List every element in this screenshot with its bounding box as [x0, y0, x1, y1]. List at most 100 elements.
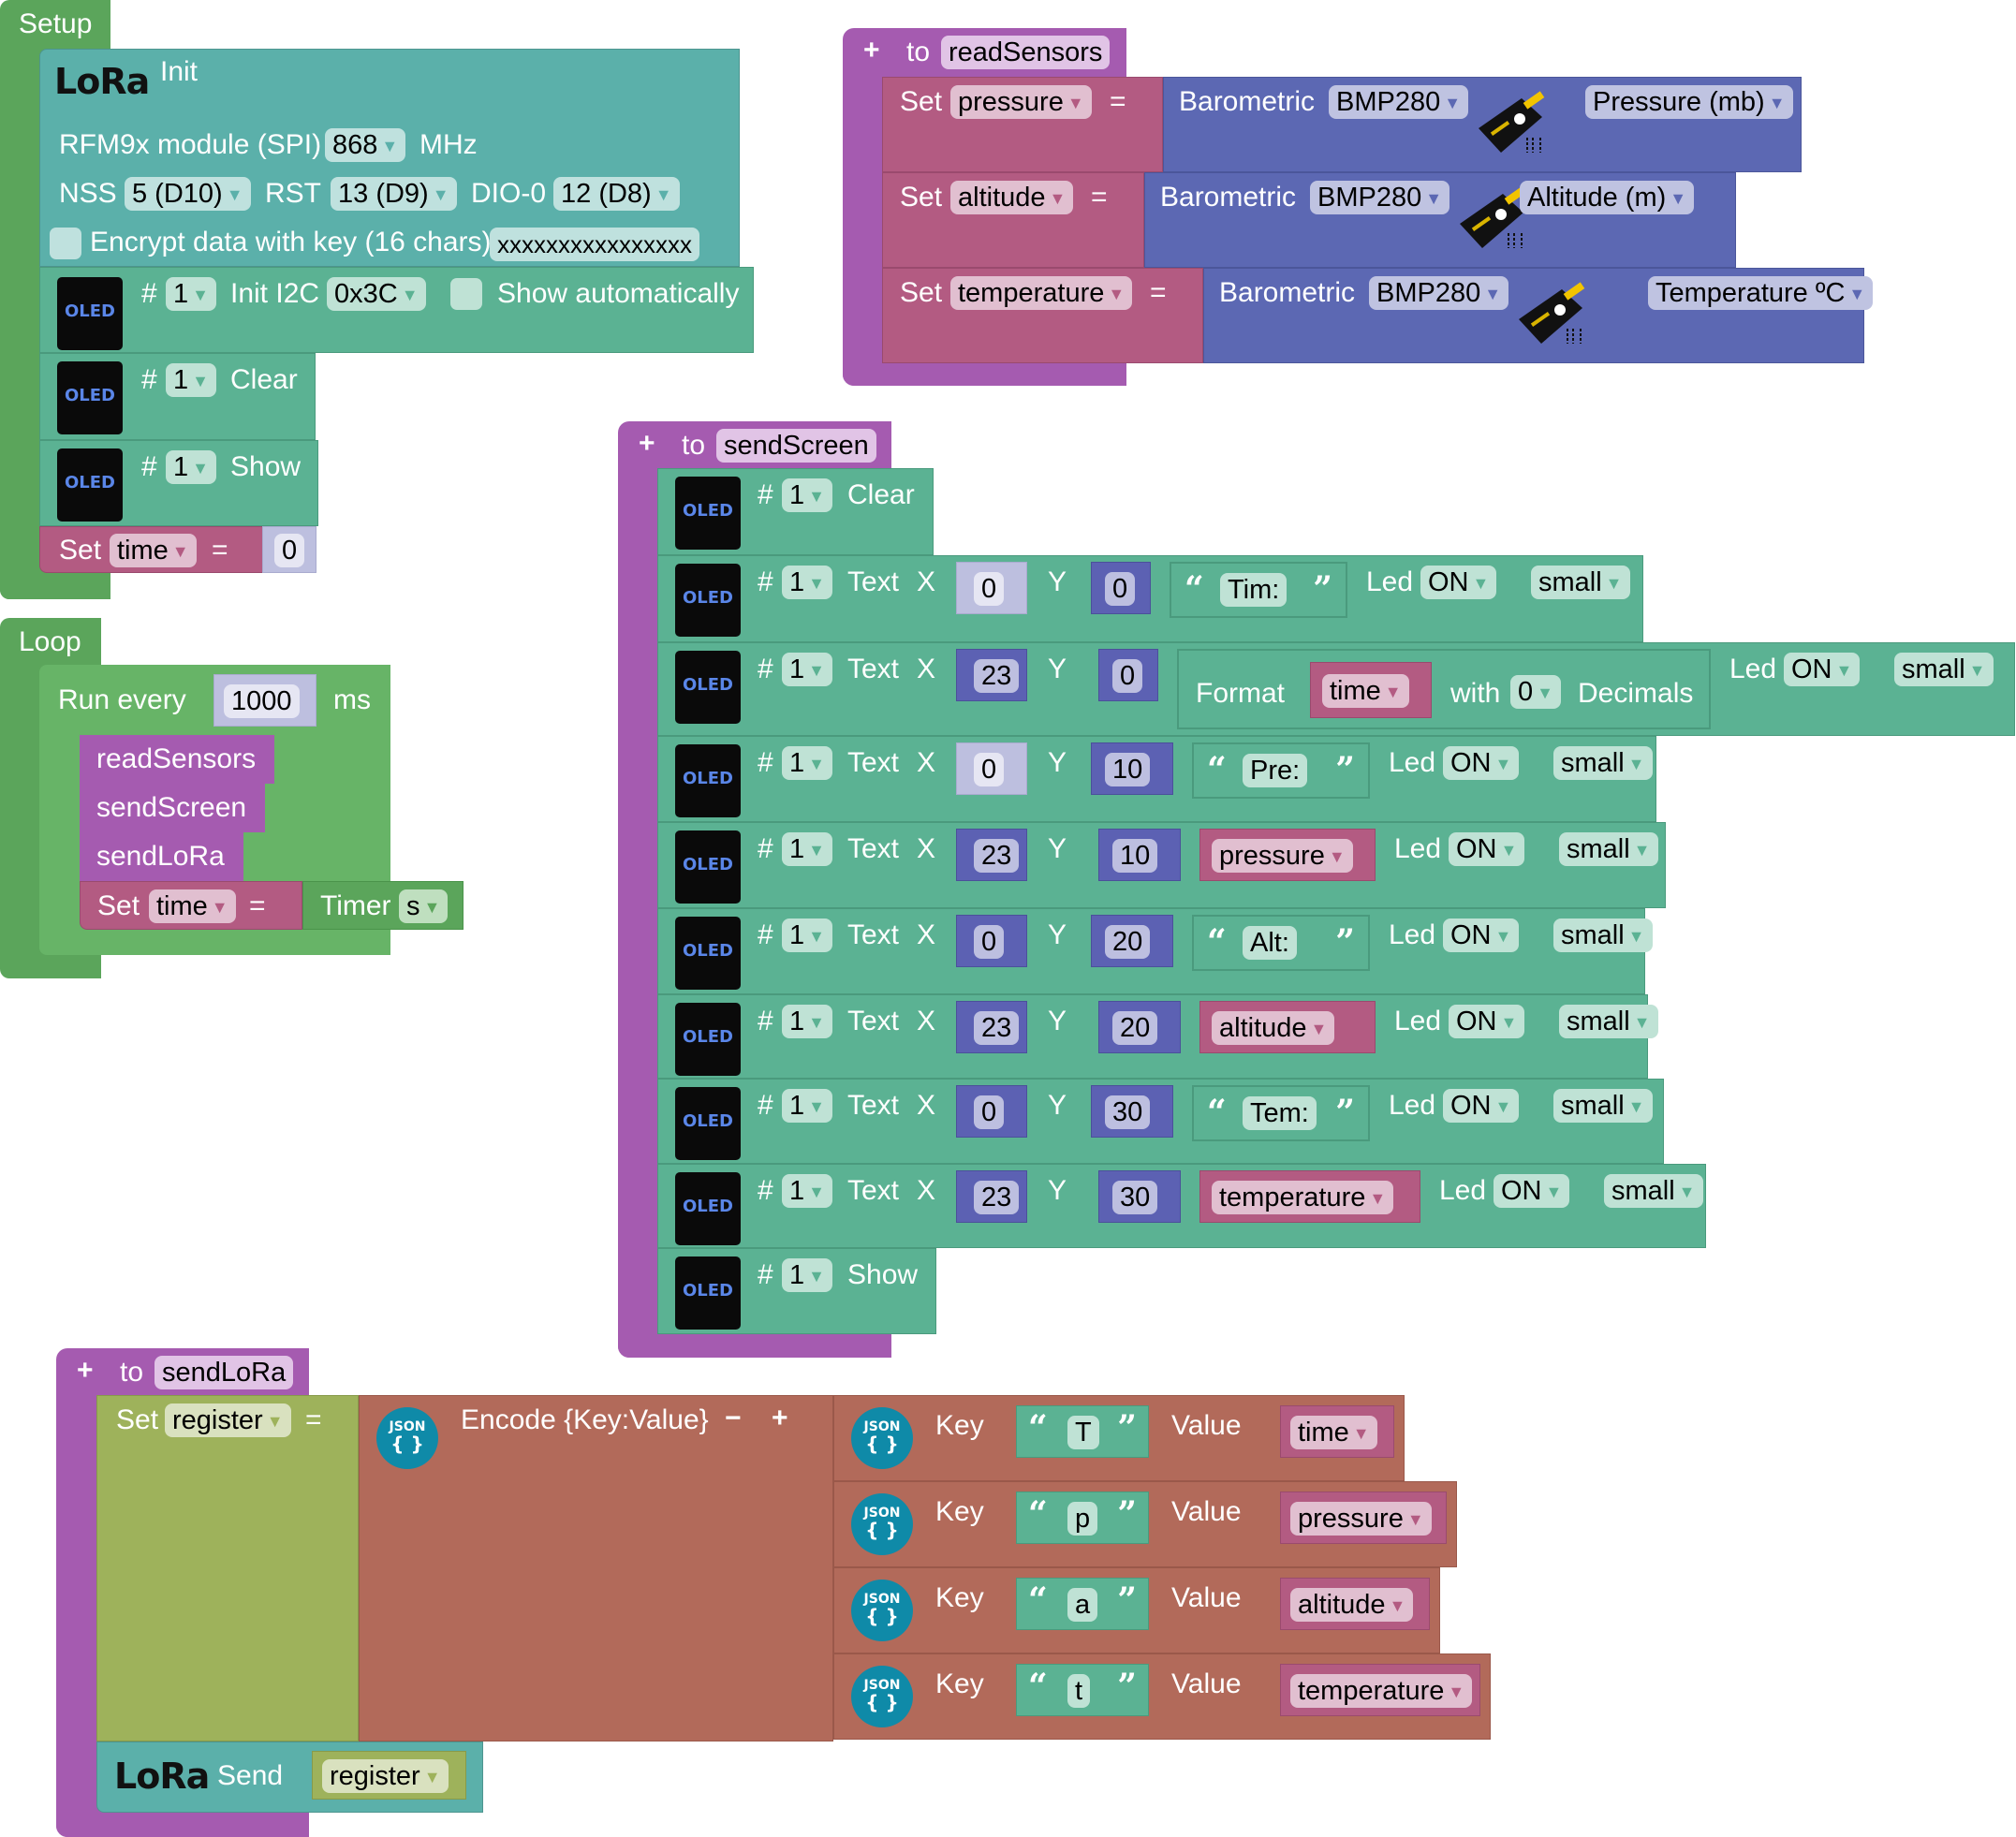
measure-dropdown[interactable]: Temperature ºC▼ — [1648, 276, 1874, 310]
x-number-block[interactable]: 0 — [956, 562, 1027, 614]
variable-dropdown[interactable]: altitude▼ — [950, 181, 1074, 214]
led-dropdown[interactable]: ON▼ — [1420, 566, 1497, 599]
string-value[interactable]: Alt: — [1243, 926, 1297, 960]
variable-dropdown[interactable]: pressure▼ — [1212, 839, 1353, 873]
x-value[interactable]: 23 — [974, 659, 1020, 693]
number-value[interactable]: 0 — [274, 534, 305, 567]
x-value[interactable]: 23 — [974, 839, 1020, 873]
variable-dropdown[interactable]: temperature▼ — [1290, 1674, 1473, 1708]
string-block[interactable]: “Tim:” — [1170, 562, 1347, 618]
variable-dropdown[interactable]: altitude▼ — [1290, 1588, 1414, 1622]
string-block[interactable]: “Pre:” — [1192, 742, 1370, 799]
measure-dropdown[interactable]: Altitude (m)▼ — [1520, 181, 1695, 214]
x-number-block[interactable]: 23 — [956, 1001, 1027, 1053]
x-value[interactable]: 23 — [974, 1181, 1020, 1214]
key-value[interactable]: p — [1067, 1502, 1098, 1536]
set-time-block[interactable]: Set time▼ = — [39, 526, 264, 573]
led-dropdown[interactable]: ON▼ — [1784, 653, 1861, 686]
value-variable-block[interactable]: time▼ — [1280, 1405, 1394, 1458]
call-sendLoRa[interactable]: sendLoRa — [80, 832, 243, 881]
display-dropdown[interactable]: 1▼ — [782, 746, 832, 780]
x-number-block[interactable]: 23 — [956, 1170, 1027, 1223]
x-value[interactable]: 23 — [974, 1011, 1020, 1045]
oled-init-block[interactable]: OLED # 1▼ Init I2C 0x3C▼ Show automatica… — [39, 267, 754, 353]
display-dropdown[interactable]: 1▼ — [166, 450, 216, 484]
variable-dropdown[interactable]: time▼ — [110, 534, 197, 567]
variable-block[interactable]: temperature▼ — [1199, 1170, 1420, 1223]
y-number-block[interactable]: 0 — [1091, 562, 1151, 614]
variable-dropdown[interactable]: time▼ — [1290, 1416, 1377, 1449]
variable-dropdown[interactable]: register▼ — [322, 1759, 449, 1793]
x-number-block[interactable]: 0 — [956, 1085, 1027, 1138]
oled-show-block[interactable]: OLED # 1▼ Show — [39, 440, 318, 526]
display-dropdown[interactable]: 1▼ — [782, 1005, 832, 1038]
call-sendScreen[interactable]: sendScreen — [80, 784, 265, 832]
display-dropdown[interactable]: 1▼ — [782, 1089, 832, 1123]
add-param-icon[interactable]: + — [639, 428, 655, 459]
size-dropdown[interactable]: small▼ — [1559, 1005, 1658, 1038]
led-dropdown[interactable]: ON▼ — [1494, 1174, 1570, 1208]
value-variable-block[interactable]: altitude▼ — [1280, 1578, 1430, 1630]
variable-dropdown[interactable]: temperature▼ — [1212, 1181, 1394, 1214]
size-dropdown[interactable]: small▼ — [1604, 1174, 1703, 1208]
i2c-address-dropdown[interactable]: 0x3C▼ — [327, 277, 426, 311]
led-dropdown[interactable]: ON▼ — [1449, 1005, 1525, 1038]
key-value[interactable]: t — [1067, 1674, 1091, 1708]
size-dropdown[interactable]: small▼ — [1894, 653, 1994, 686]
key-string-block[interactable]: “t” — [1016, 1664, 1149, 1716]
display-dropdown[interactable]: 1▼ — [782, 1258, 832, 1292]
sensor-model-dropdown[interactable]: BMP280▼ — [1369, 276, 1509, 310]
oled-show-block[interactable]: OLED # 1▼ Show — [657, 1248, 936, 1334]
key-string-block[interactable]: “a” — [1016, 1578, 1149, 1630]
y-value[interactable]: 30 — [1105, 1095, 1151, 1129]
display-dropdown[interactable]: 1▼ — [782, 832, 832, 866]
nss-dropdown[interactable]: 5 (D10)▼ — [125, 177, 251, 211]
oled-clear-block[interactable]: OLED # 1▼ Clear — [657, 468, 934, 555]
dio-dropdown[interactable]: 12 (D8)▼ — [553, 177, 680, 211]
x-number-block[interactable]: 23 — [956, 649, 1027, 701]
set-time-timer-block[interactable]: Set time▼ = — [80, 881, 302, 930]
y-value[interactable]: 20 — [1105, 925, 1151, 959]
led-dropdown[interactable]: ON▼ — [1443, 746, 1520, 780]
variable-dropdown[interactable]: time▼ — [149, 889, 236, 923]
decimals-dropdown[interactable]: 0▼ — [1510, 675, 1561, 709]
add-param-icon[interactable]: + — [77, 1355, 94, 1386]
led-dropdown[interactable]: ON▼ — [1443, 918, 1520, 952]
procedure-name-field[interactable]: readSensors — [941, 36, 1111, 69]
interval-input[interactable]: 1000 — [224, 684, 300, 718]
y-number-block[interactable]: 30 — [1098, 1170, 1181, 1223]
rst-dropdown[interactable]: 13 (D9)▼ — [331, 177, 457, 211]
variable-dropdown[interactable]: register▼ — [165, 1403, 291, 1437]
y-number-block[interactable]: 0 — [1098, 649, 1158, 701]
variable-block[interactable]: time▼ — [1310, 662, 1432, 718]
key-string-block[interactable]: “T” — [1016, 1405, 1149, 1458]
value-variable-block[interactable]: pressure▼ — [1280, 1492, 1447, 1544]
encrypt-key-input[interactable]: xxxxxxxxxxxxxxxx — [490, 228, 699, 261]
register-var-block[interactable]: register▼ — [312, 1751, 466, 1800]
variable-dropdown[interactable]: altitude▼ — [1212, 1011, 1335, 1045]
display-dropdown[interactable]: 1▼ — [782, 1174, 832, 1208]
procedure-name-field[interactable]: sendScreen — [716, 429, 876, 463]
y-number-block[interactable]: 30 — [1091, 1085, 1173, 1138]
variable-dropdown[interactable]: pressure▼ — [950, 85, 1092, 119]
y-value[interactable]: 10 — [1112, 839, 1158, 873]
x-number-block[interactable]: 0 — [956, 915, 1027, 967]
string-value[interactable]: Pre: — [1243, 754, 1308, 787]
variable-dropdown[interactable]: temperature▼ — [950, 276, 1133, 310]
x-number-block[interactable]: 0 — [956, 742, 1027, 795]
interval-block[interactable]: 1000 — [213, 674, 316, 727]
x-value[interactable]: 0 — [974, 753, 1005, 786]
value-variable-block[interactable]: temperature▼ — [1280, 1664, 1480, 1716]
